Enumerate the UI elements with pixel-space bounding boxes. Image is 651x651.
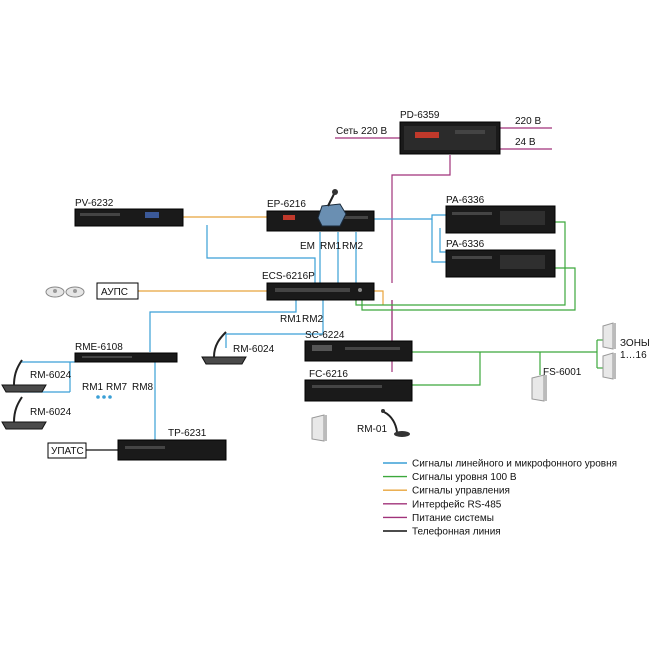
audio-pv-ecs-line	[206, 225, 316, 283]
label-mains: Сеть 220 В	[336, 126, 387, 137]
desk-microphone-icon	[381, 409, 410, 437]
level-fc-sc-line	[412, 352, 481, 386]
microphone-station-icon	[201, 331, 247, 365]
legend-label: Питание системы	[412, 513, 494, 524]
label-rm2-ecs: RM2	[302, 314, 324, 325]
label-aups: АУПС	[101, 287, 128, 298]
label-fs: FS-6001	[543, 367, 582, 378]
label-pa2: PA-6336	[446, 239, 485, 250]
label-rm2-ep: RM2	[342, 241, 364, 252]
device-pv-6232: PV-6232	[74, 198, 184, 227]
label-ep: EP-6216	[267, 199, 306, 210]
device-pa-6336-1: PA-6336	[445, 195, 556, 234]
level-pa2-line	[361, 267, 576, 311]
microphone-station-icon	[1, 396, 47, 430]
audio-rme-ecs-line	[149, 300, 297, 352]
speaker-icon	[602, 322, 616, 350]
label-zones-range: 1…16	[620, 350, 647, 361]
legend-label: Интерфейс RS-485	[412, 498, 502, 510]
label-zones: ЗОНЫ	[620, 338, 650, 349]
label-220v: 220 В	[515, 116, 541, 127]
label-tp: TP-6231	[168, 428, 207, 439]
label-pa1: PA-6336	[446, 195, 485, 206]
label-rm6024-c: RM-6024	[233, 344, 275, 355]
audio-rm6024-ecs-line	[225, 300, 324, 348]
label-rm6024-b: RM-6024	[30, 407, 72, 418]
audio-pa-link-line	[439, 228, 446, 253]
label-pd: PD-6359	[400, 110, 440, 121]
level-pa1-line	[355, 221, 566, 306]
legend-label: Телефонная линия	[412, 526, 501, 538]
legend-label: Сигналы управления	[412, 486, 510, 497]
label-rm1-ecs: RM1	[280, 314, 302, 325]
legend-label: Сигналы линейного и микрофонного уровня	[412, 458, 617, 470]
label-rm1-ep: RM1	[320, 241, 342, 252]
device-ecs-6216p: ECS-6216P	[262, 271, 375, 301]
upats-box: УПАТС	[47, 442, 87, 459]
label-rm6024-a: RM-6024	[30, 370, 72, 381]
label-pv: PV-6232	[75, 198, 114, 209]
label-rm01: RM-01	[357, 424, 387, 435]
label-rme: RME-6108	[75, 342, 123, 353]
label-sc: SC-6224	[305, 330, 345, 341]
device-tp-6231: TP-6231	[117, 428, 227, 461]
audio-ep-pa2-line	[431, 219, 446, 263]
audio-ep-pa1-line	[374, 214, 446, 220]
label-em: EM	[300, 241, 315, 252]
control-ecs-line	[374, 290, 384, 305]
aups-box: АУПС	[96, 282, 139, 300]
microphone-station-icon	[1, 359, 47, 393]
legend-label: Сигналы уровня 100 В	[412, 472, 517, 483]
label-rm8-rme: RM8	[132, 382, 154, 393]
speaker-icon	[311, 414, 327, 442]
device-pa-6336-2: PA-6336	[445, 239, 556, 278]
label-upats: УПАТС	[51, 446, 84, 457]
device-sc-6224: SC-6224	[304, 330, 413, 362]
microphone-icon	[317, 189, 347, 227]
label-24v: 24 В	[515, 137, 536, 148]
speaker-icon	[531, 374, 547, 402]
label-fc: FC-6216	[309, 369, 348, 380]
label-ecs: ECS-6216P	[262, 271, 315, 282]
power-distribution-line	[391, 155, 451, 283]
speaker-icon	[602, 352, 616, 380]
smoke-detector-icon	[45, 286, 85, 298]
device-rme-6108: RME-6108	[74, 342, 178, 363]
label-rm7-rme: RM7	[106, 382, 128, 393]
label-rm1-rme: RM1	[82, 382, 104, 393]
device-fc-6216: FC-6216	[304, 369, 413, 402]
device-pd-6359: PD-6359	[399, 110, 501, 155]
ellipsis-icon	[96, 395, 112, 399]
legend: Сигналы линейного и микрофонного уровняС…	[383, 458, 617, 538]
